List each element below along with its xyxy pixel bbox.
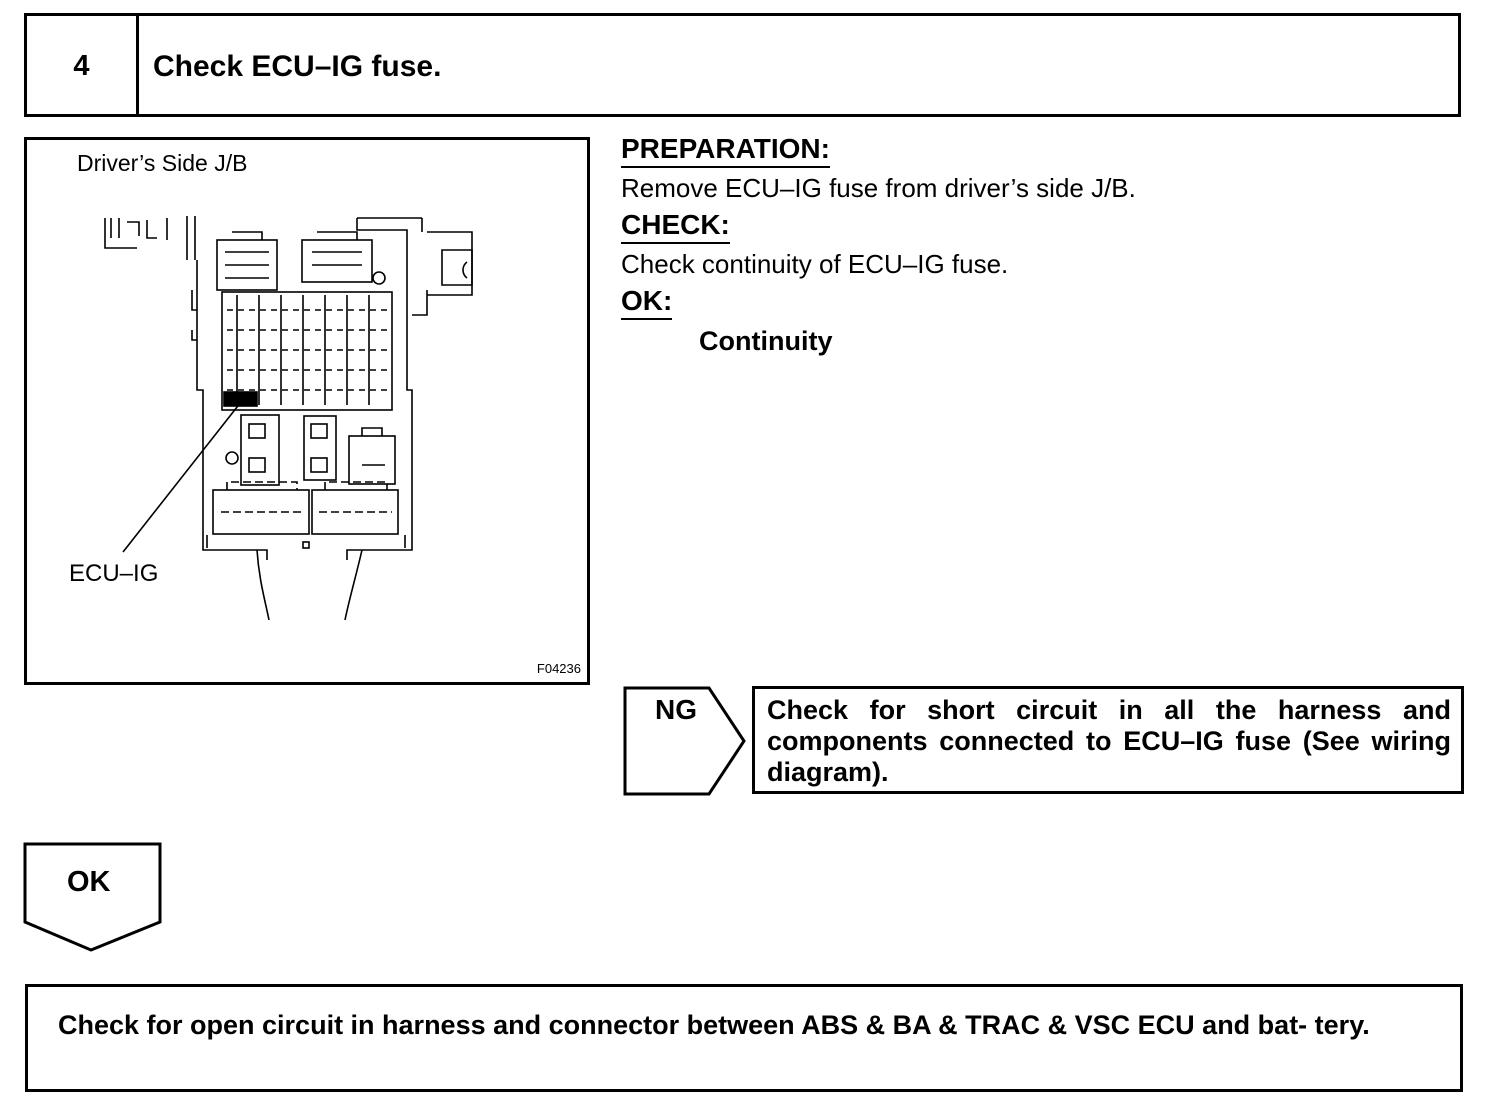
ok-label: OK	[67, 866, 111, 898]
callout-leader	[122, 401, 242, 553]
check-heading: CHECK:	[621, 208, 730, 244]
preparation-text: Remove ECU–IG fuse from driver’s side J/…	[621, 173, 1136, 203]
next-step-box: Check for open circuit in harness and co…	[25, 984, 1463, 1092]
step-header: 4 Check ECU–IG fuse.	[24, 13, 1461, 117]
figure-caption: Driver’s Side J/B	[77, 150, 248, 176]
step-title: Check ECU–IG fuse.	[153, 50, 442, 83]
check-text: Check continuity of ECU–IG fuse.	[621, 249, 1009, 279]
ng-label: NG	[655, 694, 697, 725]
junction-block-figure: Driver’s Side J/B ECU–IG F04236	[24, 137, 590, 685]
ecu-ig-callout: ECU–IG	[69, 560, 159, 587]
figure-code: F04236	[536, 661, 581, 676]
ok-arrow-shape	[23, 842, 162, 952]
step-number: 4	[27, 16, 139, 114]
junction-block-drawing	[104, 216, 473, 621]
instructions: PREPARATION: Remove ECU–IG fuse from dri…	[621, 132, 1461, 360]
ok-result: Continuity	[699, 326, 833, 356]
ecu-ig-fuse-highlight	[223, 391, 258, 407]
ng-arrow-shape	[623, 686, 746, 796]
ng-action-box: Check for short circuit in all the harne…	[752, 686, 1464, 794]
fuse-columns	[227, 295, 387, 405]
preparation-heading: PREPARATION:	[621, 132, 830, 168]
ok-heading: OK:	[621, 284, 673, 320]
